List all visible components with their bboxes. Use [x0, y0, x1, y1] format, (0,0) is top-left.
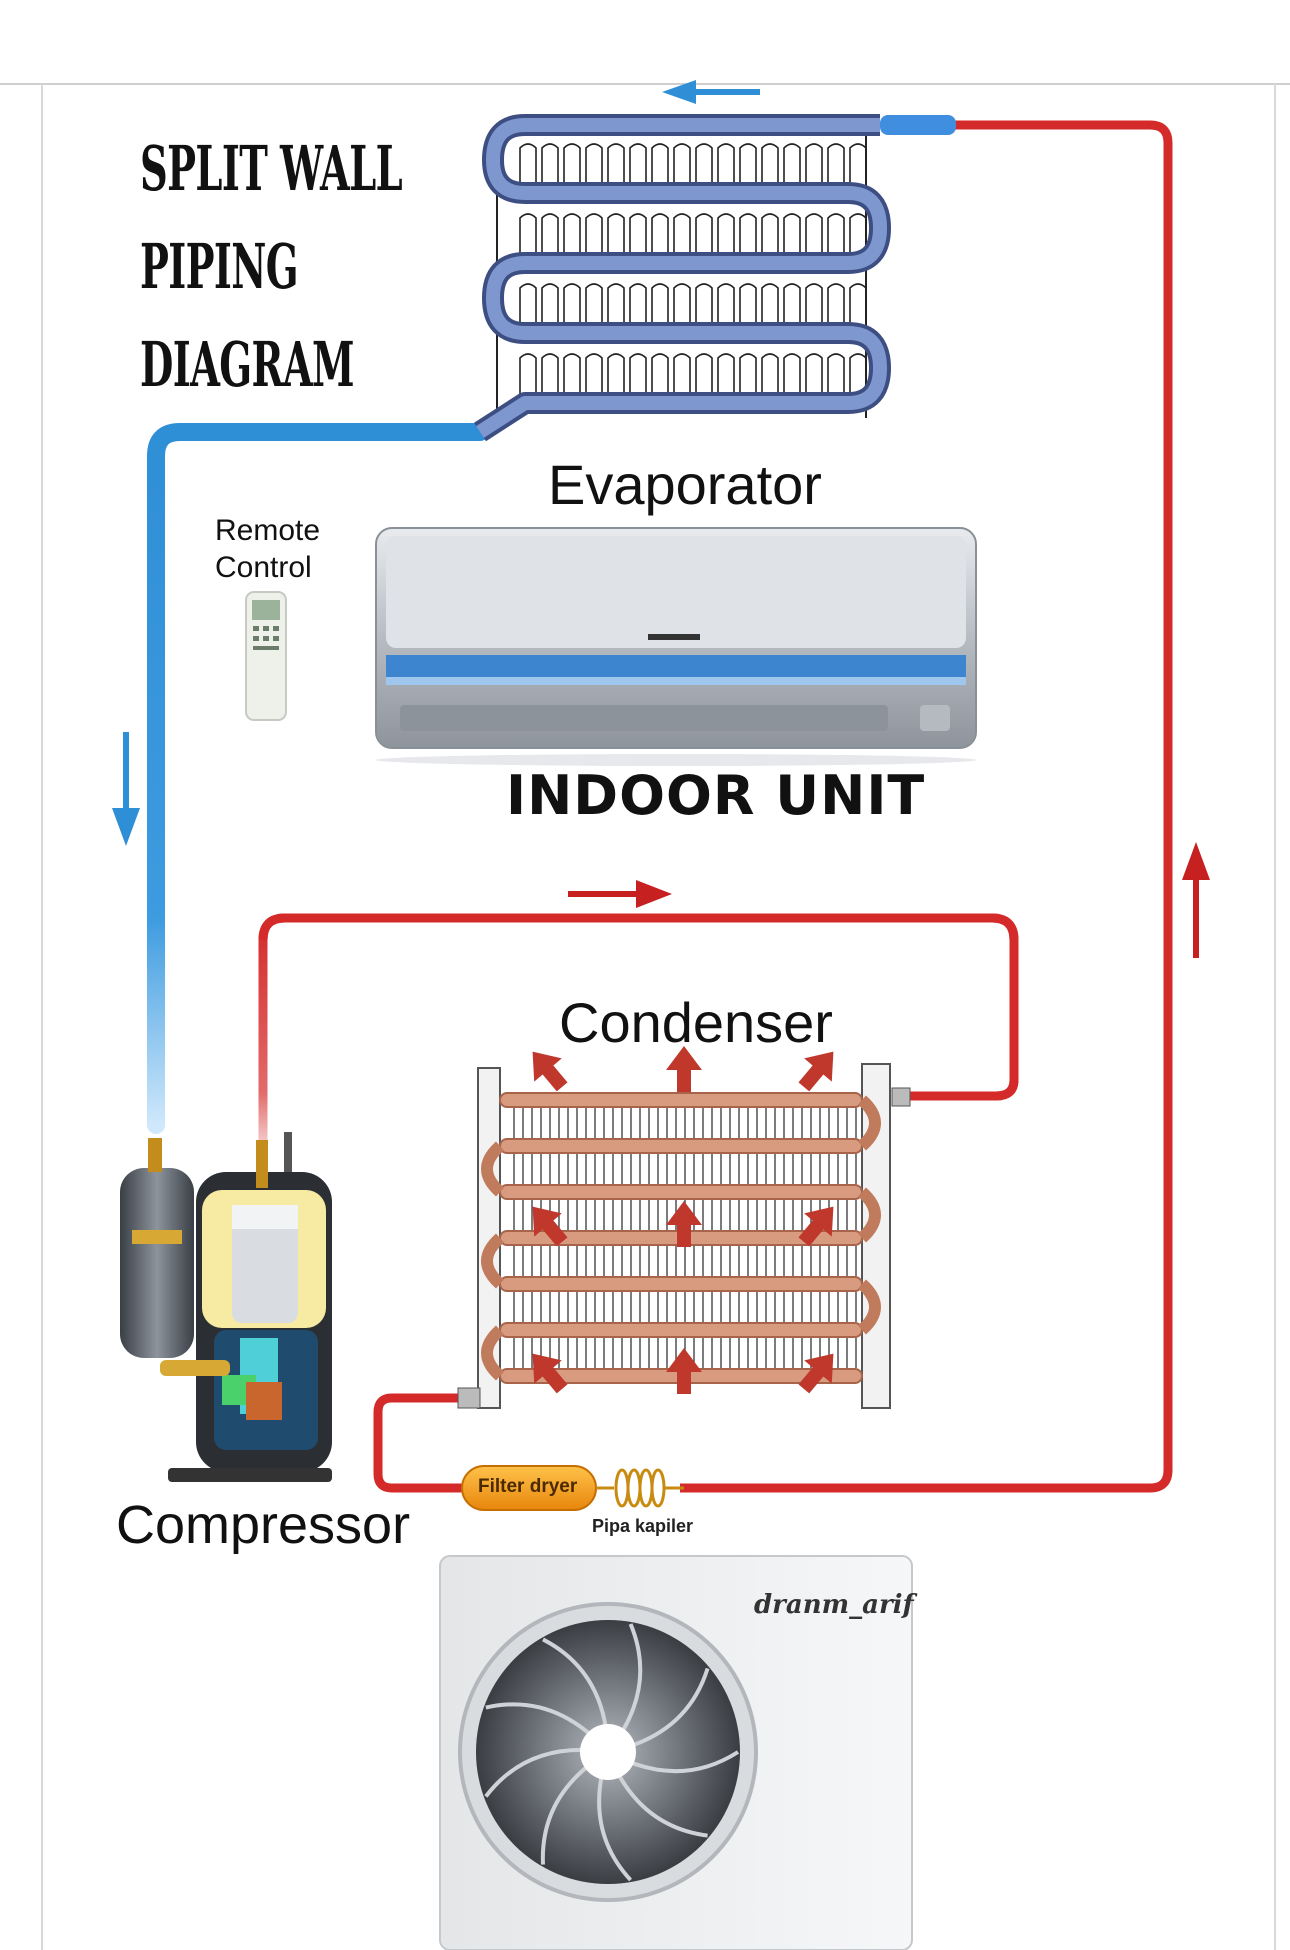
evaporator-outlet-arrow	[662, 80, 760, 104]
compressor-label: Compressor	[116, 1495, 411, 1555]
discharge-line-arrow	[568, 880, 672, 908]
remote-control-label: Remote Control	[215, 514, 321, 584]
liquid-line-arrow	[1182, 842, 1210, 958]
condenser-coil	[457, 1046, 911, 1409]
capillary-tube-label: Pipa kapiler	[592, 1516, 694, 1536]
brand-label: dranm_arif	[754, 1590, 914, 1620]
suction-line-arrow	[112, 732, 140, 846]
title-line-2: PIPING	[140, 230, 299, 303]
evaporator-inlet-pipe	[680, 120, 1173, 1493]
evaporator-coil	[474, 114, 891, 442]
page-frame	[0, 83, 1290, 1950]
title-line-3: DIAGRAM	[140, 328, 355, 401]
indoor-unit-label: INDOOR UNIT	[506, 764, 926, 827]
suction-pipe	[147, 423, 489, 1134]
compressor-unit	[120, 1132, 332, 1482]
liquid-pipe	[373, 1393, 478, 1493]
evaporator-label: Evaporator	[548, 453, 822, 516]
filter-dryer-label: Filter dryer	[478, 1476, 578, 1497]
capillary-coil	[596, 1468, 684, 1508]
blue-coupling	[880, 115, 956, 135]
title-line-1: SPLIT WALL	[140, 132, 403, 205]
indoor-unit	[375, 527, 977, 766]
outdoor-unit	[439, 1555, 913, 1950]
remote-control-device	[245, 591, 287, 721]
condenser-label: Condenser	[559, 991, 833, 1054]
